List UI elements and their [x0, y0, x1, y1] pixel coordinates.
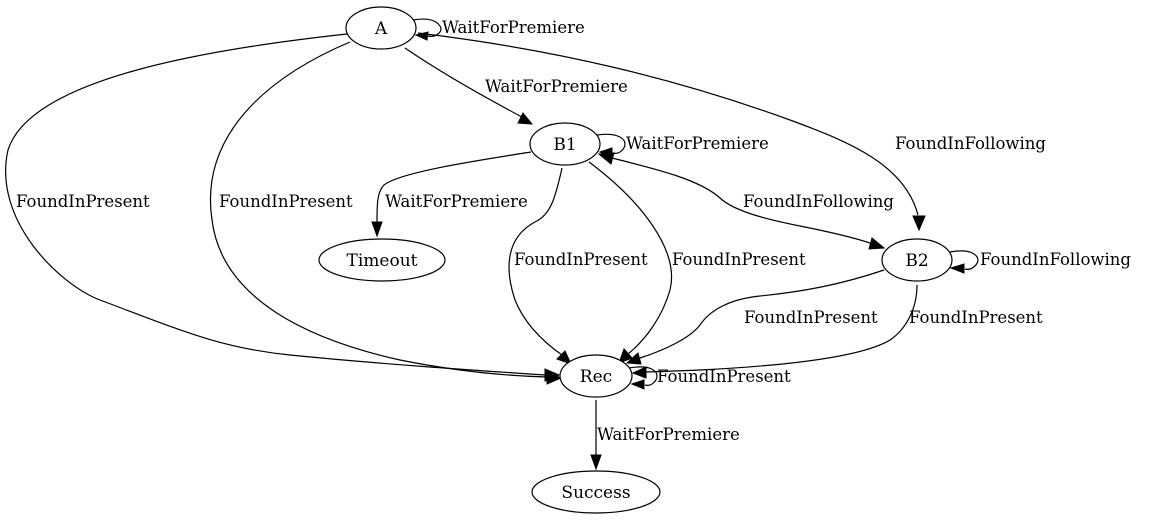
node-b2: B2 — [881, 238, 953, 282]
edge-a-b2-path — [417, 32, 919, 216]
edge-a-b1-label: WaitForPremiere — [485, 77, 628, 96]
edge-a-b2: FoundInFollowing — [417, 32, 1046, 232]
edge-b1-self-label: WaitForPremiere — [626, 134, 769, 153]
edge-a-self-label: WaitForPremiere — [442, 18, 585, 37]
edge-b1-rec-right-arrowhead — [618, 348, 633, 364]
edge-rec-self-path — [628, 366, 658, 386]
edge-b1-b2-arrowhead — [868, 237, 886, 250]
node-success: Success — [531, 470, 661, 514]
edge-rec-success-label: WaitForPremiere — [597, 425, 740, 444]
edge-b1-rec-right-path — [588, 161, 673, 355]
edge-b2-rec-left-label: FoundInPresent — [744, 308, 878, 327]
edge-b2-b1-arrowhead — [597, 152, 615, 165]
edge-b2-rec-right-arrowhead — [631, 366, 647, 379]
edge-b1-timeout-path — [376, 151, 532, 223]
edge-a-self-path — [412, 18, 442, 37]
node-b1-ellipse — [529, 122, 601, 166]
edge-a-rec-outer: FoundInPresent — [5, 33, 561, 382]
edge-b1-b2: FoundInFollowing — [597, 152, 894, 250]
edge-a-rec-inner-path — [210, 41, 548, 378]
edge-b1-b2-label: FoundInFollowing — [743, 192, 894, 211]
edge-a-b1: WaitForPremiere — [404, 47, 628, 125]
edge-b2-rec-right-path — [644, 284, 918, 373]
node-rec-label: Rec — [580, 367, 612, 387]
edge-a-b2-label: FoundInFollowing — [895, 134, 1046, 153]
edge-a-b1-path — [404, 47, 523, 118]
edge-b1-timeout-label: WaitForPremiere — [385, 192, 528, 211]
edge-b1-rec-left-arrowhead — [556, 350, 572, 365]
node-a-label: A — [374, 19, 388, 39]
edge-b1-rec-right: FoundInPresent — [588, 161, 806, 364]
edge-b1-timeout-arrowhead — [371, 221, 383, 238]
edge-b2-rec-left-arrowhead — [625, 352, 642, 365]
node-b2-label: B2 — [905, 251, 928, 271]
edge-rec-self-arrowhead — [630, 379, 645, 390]
edge-rec-self: FoundInPresent — [628, 366, 791, 390]
node-timeout-label: Timeout — [347, 251, 418, 271]
edge-a-rec-outer-label: FoundInPresent — [16, 192, 150, 211]
edge-rec-self-label: FoundInPresent — [657, 367, 791, 386]
node-rec: Rec — [559, 354, 633, 398]
edge-b2-rec-left: FoundInPresent — [625, 269, 885, 365]
node-timeout-ellipse — [318, 238, 446, 282]
edge-rec-success: WaitForPremiere — [590, 400, 740, 471]
edge-a-b2-arrowhead — [912, 215, 926, 232]
node-success-ellipse — [531, 470, 661, 514]
edge-b1-self-path — [596, 133, 626, 154]
edge-b2-self-path — [949, 250, 979, 270]
node-b1-label: B1 — [553, 135, 576, 155]
edge-b1-self: WaitForPremiere — [596, 133, 769, 158]
node-b1: B1 — [529, 122, 601, 166]
edge-b2-self-arrowhead — [949, 263, 965, 274]
edge-b2-rec-right: FoundInPresent — [631, 284, 1043, 379]
edge-b2-self-label: FoundInFollowing — [980, 250, 1131, 269]
edge-a-b1-arrowhead — [517, 112, 534, 125]
edge-b2-rec-left-path — [639, 269, 885, 359]
edge-rec-success-arrowhead — [590, 454, 602, 471]
node-a: A — [345, 6, 417, 50]
edge-b2-rec-right-label: FoundInPresent — [909, 308, 1043, 327]
node-success-label: Success — [561, 483, 630, 503]
edge-b1-timeout: WaitForPremiere — [371, 151, 532, 238]
edge-b1-rec-right-label: FoundInPresent — [672, 250, 806, 269]
edge-a-rec-inner-label: FoundInPresent — [219, 192, 353, 211]
edge-b2-self: FoundInFollowing — [949, 250, 1131, 274]
edge-a-rec-outer-path — [5, 33, 546, 376]
edge-b1-rec-left-path — [508, 167, 563, 356]
node-b2-ellipse — [881, 238, 953, 282]
edge-b1-b2-path — [611, 157, 871, 244]
edge-a-rec-inner: FoundInPresent — [210, 41, 563, 385]
edge-b1-rec-left-label: FoundInPresent — [514, 250, 648, 269]
node-timeout: Timeout — [318, 238, 446, 282]
edge-a-self: WaitForPremiere — [412, 18, 585, 41]
node-a-ellipse — [345, 6, 417, 50]
edge-a-rec-inner-arrowhead — [546, 371, 563, 385]
node-rec-ellipse — [559, 354, 633, 398]
edge-b1-rec-left: FoundInPresent — [508, 167, 648, 365]
